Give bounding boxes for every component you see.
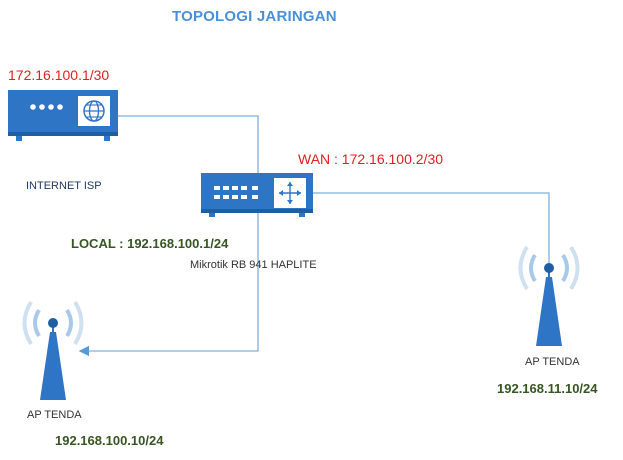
isp-ip-label: 172.16.100.1/30 xyxy=(8,67,110,83)
link-isp-router xyxy=(118,115,259,173)
router-label: Mikrotik RB 941 HAPLITE xyxy=(190,259,317,271)
ap-tower-left[interactable] xyxy=(22,300,84,400)
link-router-ap-right xyxy=(313,192,550,272)
globe-icon xyxy=(78,96,110,126)
ap-right-label: AP TENDA xyxy=(525,356,580,368)
switch-arrows-icon xyxy=(274,178,306,208)
wan-ip-label: WAN : 172.16.100.2/30 xyxy=(298,151,444,167)
link-router-ap-left xyxy=(78,212,259,357)
mikrotik-router-device[interactable] xyxy=(201,173,313,217)
ethernet-ports-icon xyxy=(214,186,258,199)
local-ip-label: LOCAL : 192.168.100.1/24 xyxy=(71,236,229,251)
ap-tower-right[interactable] xyxy=(518,245,580,346)
ap-left-ip-label: 192.168.100.10/24 xyxy=(55,433,164,448)
isp-modem-device[interactable] xyxy=(8,90,118,141)
isp-label: INTERNET ISP xyxy=(26,180,102,192)
diagram-title: TOPOLOGI JARINGAN xyxy=(172,8,337,25)
ap-right-ip-label: 192.168.11.10/24 xyxy=(497,381,598,396)
ap-left-label: AP TENDA xyxy=(27,409,82,421)
